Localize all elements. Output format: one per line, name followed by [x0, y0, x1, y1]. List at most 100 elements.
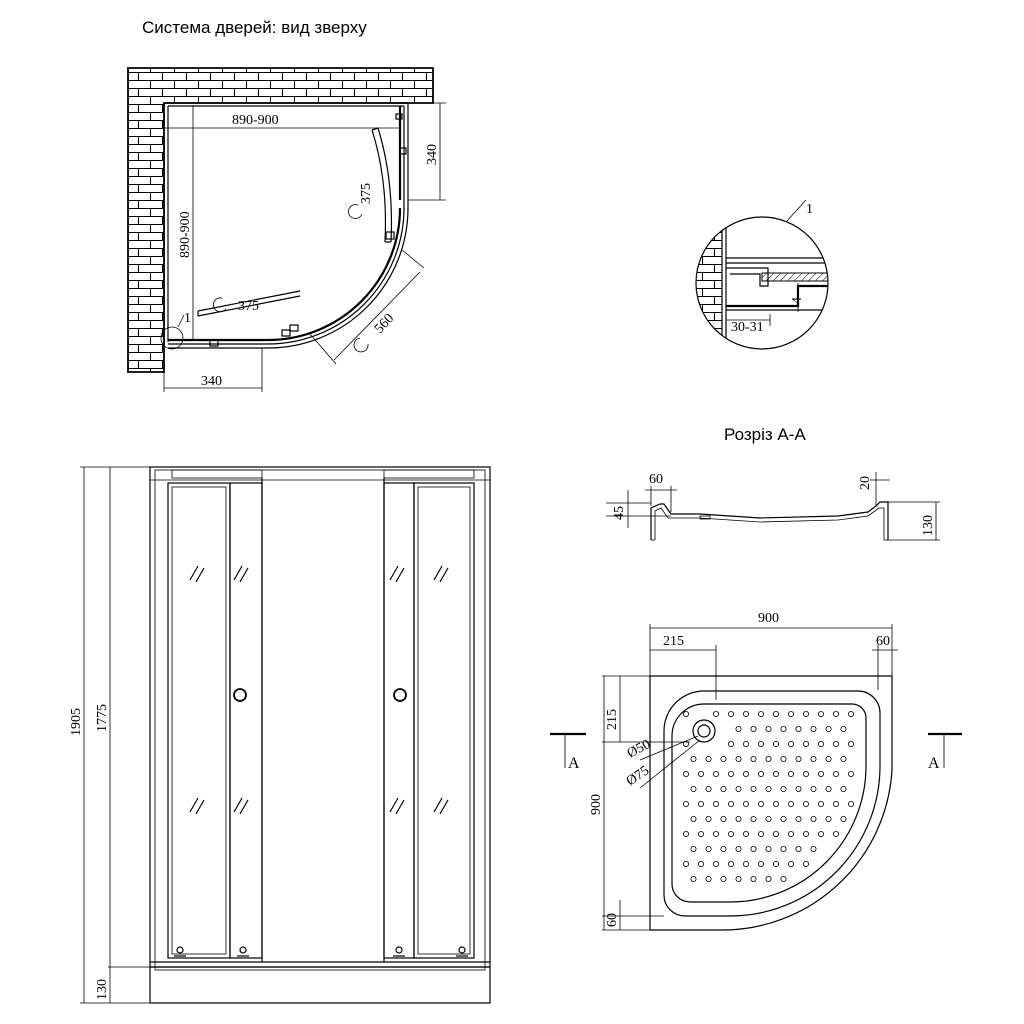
anti-slip-dot — [683, 771, 690, 778]
anti-slip-dot — [698, 831, 705, 838]
anti-slip-dot — [743, 831, 750, 838]
anti-slip-dot — [735, 816, 742, 823]
left-door-knob — [233, 688, 247, 702]
anti-slip-dot — [788, 861, 795, 868]
anti-slip-dot — [735, 876, 742, 883]
anti-slip-dot — [803, 831, 810, 838]
tray-view: 900 215 60 215 900 60 Ø50 Ø75 A A — [550, 611, 962, 931]
door-height-dimension: 1775 — [95, 704, 110, 732]
anti-slip-dot — [698, 771, 705, 778]
anti-slip-dot — [788, 831, 795, 838]
anti-slip-dot — [773, 801, 780, 808]
anti-slip-dot — [690, 786, 697, 793]
drain-outer — [692, 719, 716, 743]
anti-slip-dot — [720, 846, 727, 853]
anti-slip-dot — [713, 711, 720, 718]
radius-upper-dimension: 375 — [359, 183, 374, 204]
anti-slip-dot — [735, 846, 742, 853]
anti-slip-dot — [795, 756, 802, 763]
anti-slip-dot — [728, 831, 735, 838]
anti-slip-dot — [728, 861, 735, 868]
top-view-title: Система дверей: вид зверху — [142, 18, 367, 37]
anti-slip-dot — [840, 816, 847, 823]
anti-slip-dot — [683, 861, 690, 868]
anti-slip-dot — [803, 741, 810, 748]
anti-slip-dot — [758, 771, 765, 778]
anti-slip-dot — [788, 711, 795, 718]
anti-slip-dot — [705, 846, 712, 853]
anti-slip-dot — [683, 831, 690, 838]
anti-slip-dot — [743, 741, 750, 748]
anti-slip-dot — [743, 801, 750, 808]
anti-slip-dot — [690, 816, 697, 823]
anti-slip-dot — [795, 816, 802, 823]
anti-slip-dot — [720, 876, 727, 883]
cut-marker-left: A — [568, 755, 580, 772]
anti-slip-dot — [750, 816, 757, 823]
anti-slip-dot — [735, 756, 742, 763]
anti-slip-dot — [690, 756, 697, 763]
anti-slip-dot — [803, 711, 810, 718]
anti-slip-dot — [818, 831, 825, 838]
tray-rim-right-dimension: 60 — [876, 634, 890, 649]
anti-slip-dot — [720, 786, 727, 793]
tray-rim-bottom-dimension: 60 — [605, 913, 620, 927]
anti-slip-dot — [788, 771, 795, 778]
detail-view: 1 4 30-31 — [695, 199, 829, 350]
section-rim-dimension: 60 — [649, 472, 663, 487]
anti-slip-dot — [833, 801, 840, 808]
section-edge-dimension: 20 — [858, 476, 873, 490]
anti-slip-dot — [728, 801, 735, 808]
depth-dimension: 890-900 — [178, 211, 193, 258]
anti-slip-dot — [840, 726, 847, 733]
anti-slip-dot — [833, 771, 840, 778]
anti-slip-dot — [795, 846, 802, 853]
anti-slip-dot — [773, 771, 780, 778]
anti-slip-dot — [683, 801, 690, 808]
anti-slip-dot — [825, 786, 832, 793]
anti-slip-dot — [765, 846, 772, 853]
anti-slip-dot — [810, 756, 817, 763]
anti-slip-dot — [705, 756, 712, 763]
top-view: 890-900 890-900 340 340 375 375 560 1 — [127, 67, 446, 392]
section-height-dimension: 130 — [921, 515, 936, 536]
anti-slip-dot — [810, 786, 817, 793]
anti-slip-dot — [818, 801, 825, 808]
anti-slip-dot — [690, 876, 697, 883]
anti-slip-dot — [818, 711, 825, 718]
anti-slip-dot — [848, 711, 855, 718]
anti-slip-dot — [735, 786, 742, 793]
door-opening-dimension: 560 — [372, 311, 397, 337]
anti-slip-dot — [833, 711, 840, 718]
side-bottom-dimension: 340 — [201, 374, 222, 389]
width-dimension: 890-900 — [232, 113, 279, 128]
anti-slip-dot — [713, 861, 720, 868]
anti-slip-dot — [833, 741, 840, 748]
anti-slip-dot — [758, 861, 765, 868]
anti-slip-dot — [848, 741, 855, 748]
anti-slip-dot — [818, 771, 825, 778]
radius-lower-dimension: 375 — [238, 299, 259, 314]
anti-slip-dot — [750, 756, 757, 763]
anti-slip-dot — [728, 771, 735, 778]
detail-callout: 1 — [806, 202, 813, 217]
anti-slip-dot — [780, 816, 787, 823]
anti-slip-dot — [690, 846, 697, 853]
anti-slip-dot — [683, 741, 690, 748]
anti-slip-dot — [773, 831, 780, 838]
anti-slip-dot — [713, 831, 720, 838]
anti-slip-dot — [825, 816, 832, 823]
anti-slip-dot — [773, 861, 780, 868]
anti-slip-dot — [803, 861, 810, 868]
anti-slip-dot — [758, 741, 765, 748]
anti-slip-dot — [780, 786, 787, 793]
tray-depth-dimension: 900 — [589, 794, 604, 815]
anti-slip-dot — [803, 801, 810, 808]
front-view: 1905 1775 130 — [69, 466, 491, 1004]
section-title: Розріз А-А — [724, 425, 806, 444]
anti-slip-dot — [780, 756, 787, 763]
anti-slip-dot — [780, 726, 787, 733]
anti-slip-dot — [728, 711, 735, 718]
cut-marker-right: A — [928, 755, 940, 772]
glass-reflection-marks — [189, 565, 449, 815]
